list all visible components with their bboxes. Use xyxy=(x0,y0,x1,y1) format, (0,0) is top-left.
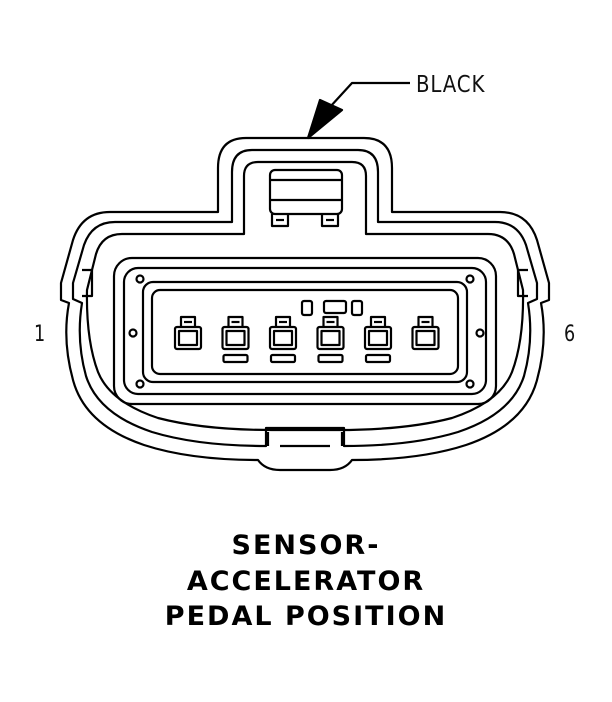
polarization-mark-3 xyxy=(350,299,364,317)
callout-arrowhead xyxy=(306,98,344,140)
right-notch xyxy=(516,268,528,298)
caption-line-1: SENSOR- xyxy=(231,530,381,561)
caption-line-2: ACCELERATOR xyxy=(186,566,426,597)
terminal-cavity-2 xyxy=(221,315,250,351)
cavity-frame-core xyxy=(150,288,460,376)
left-notch xyxy=(82,268,94,298)
top-latch xyxy=(268,168,344,228)
connector-housing-outer xyxy=(59,136,551,472)
cavity-frame-middle xyxy=(122,266,488,396)
terminal-lock-bar-2 xyxy=(222,353,249,364)
mount-hole-top-right xyxy=(465,274,475,284)
terminal-lock-bar-3 xyxy=(269,353,297,364)
cavity-frame-inner xyxy=(141,280,469,384)
connector-housing-inner xyxy=(85,160,525,432)
mount-hole-mid-right xyxy=(475,328,485,338)
pin-number-last: 6 xyxy=(564,322,576,347)
terminal-cavity-1 xyxy=(173,315,203,351)
color-callout-label: BLACK xyxy=(416,72,486,98)
mount-hole-bottom-left xyxy=(135,379,145,389)
caption-line-3: PEDAL POSITION xyxy=(164,601,448,632)
terminal-cavity-4 xyxy=(316,315,345,351)
pin-number-first: 1 xyxy=(34,322,46,347)
bottom-keyway-tab xyxy=(266,432,344,448)
mount-hole-bottom-right xyxy=(465,379,475,389)
terminal-lock-bar-5 xyxy=(364,353,392,364)
mount-hole-mid-left xyxy=(128,328,138,338)
polarization-mark-1 xyxy=(300,299,314,317)
connector-housing-middle xyxy=(71,148,539,448)
mount-hole-top-left xyxy=(135,274,145,284)
terminal-lock-bar-4 xyxy=(317,353,344,364)
terminal-cavity-3 xyxy=(268,315,298,351)
terminal-cavity-5 xyxy=(363,315,393,351)
terminal-cavity-6 xyxy=(411,315,440,351)
polarization-mark-2 xyxy=(322,299,348,315)
cavity-frame-outer xyxy=(112,256,498,406)
callout-leader-line xyxy=(329,81,410,108)
